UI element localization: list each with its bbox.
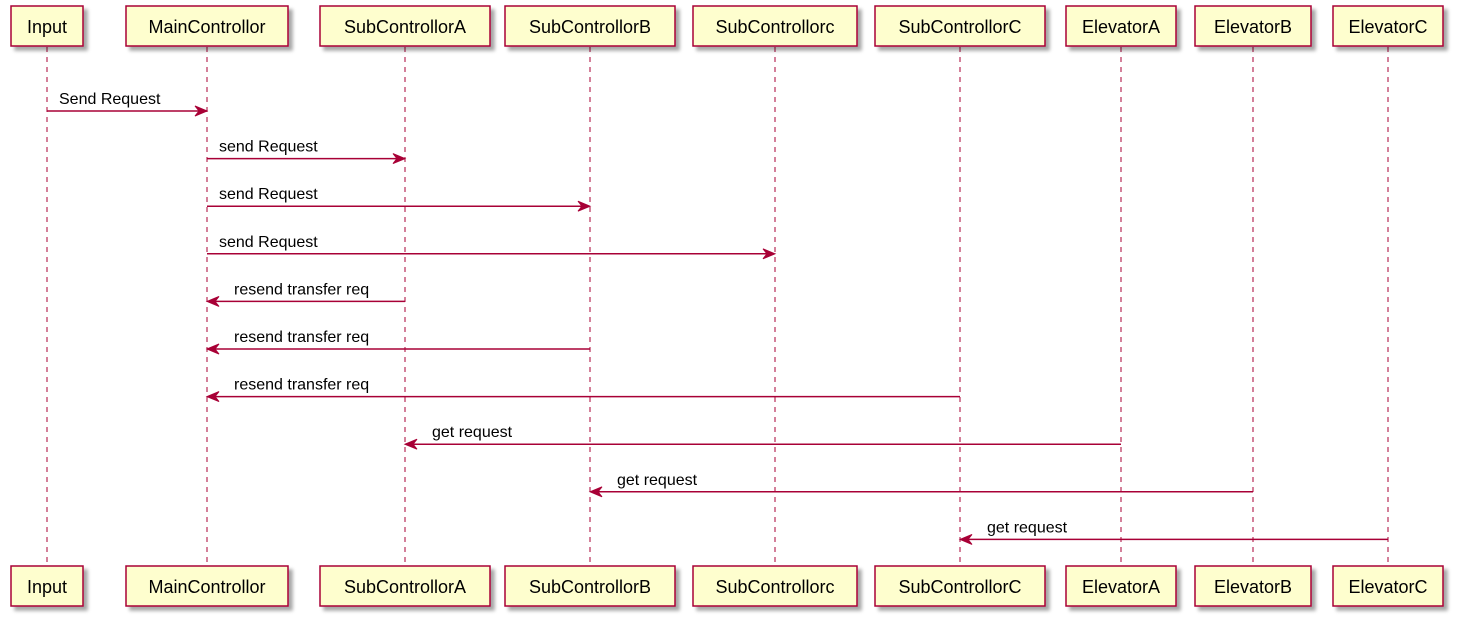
participant-subc-top: SubControllorc [692,5,858,47]
participant-elevA-bottom: ElevatorA [1065,565,1177,607]
participant-box [1065,565,1177,607]
participant-box [874,5,1046,47]
message-6: resend transfer req [205,329,590,355]
message-label: Send Request [59,91,161,108]
participant-box [1194,5,1312,47]
arrowhead [588,486,603,498]
participant-label: Input [27,17,67,37]
message-label: get request [987,519,1068,536]
message-5: resend transfer req [205,281,405,307]
participant-label: MainControllor [148,17,265,37]
message-label: get request [617,472,698,489]
message-2: send Request [207,139,407,165]
arrowhead [205,343,220,355]
participant-subA-top: SubControllorA [319,5,491,47]
message-8: get request [403,424,1121,450]
participant-label: SubControllorB [529,577,651,597]
arrowhead [958,533,973,545]
message-9: get request [588,472,1253,498]
message-4: send Request [207,234,777,260]
message-1: Send Request [47,91,209,117]
participant-label: ElevatorA [1082,577,1160,597]
participant-label: ElevatorA [1082,17,1160,37]
participant-label: ElevatorC [1348,17,1427,37]
participant-label: SubControllorA [344,577,466,597]
message-label: send Request [219,139,318,156]
participant-label: MainControllor [148,577,265,597]
message-label: get request [432,424,513,441]
participant-box [319,5,491,47]
message-label: resend transfer req [234,377,369,394]
message-3: send Request [207,186,592,212]
participant-box [504,5,676,47]
participant-elevB-bottom: ElevatorB [1194,565,1312,607]
participant-elevC-top: ElevatorC [1332,5,1444,47]
arrowhead [762,248,777,260]
arrowhead [403,438,418,450]
participants-bottom: Input MainControllor SubControllorA SubCont… [10,565,1444,607]
participant-box [1332,5,1444,47]
participant-box [125,565,289,607]
participant-box [504,565,676,607]
participants-top: Input MainControllor SubControllorA SubCont… [10,5,1444,47]
participant-elevB-top: ElevatorB [1194,5,1312,47]
participant-label: SubControllorA [344,17,466,37]
participant-box [10,5,84,47]
participant-box [125,5,289,47]
participant-subC-top: SubControllorC [874,5,1046,47]
participant-label: SubControllorc [715,17,834,37]
participant-label: ElevatorB [1214,577,1292,597]
participant-elevC-bottom: ElevatorC [1332,565,1444,607]
participant-label: SubControllorc [715,577,834,597]
participant-subB-bottom: SubControllorB [504,565,676,607]
participant-subC-bottom: SubControllorC [874,565,1046,607]
message-label: resend transfer req [234,281,369,298]
participant-box [10,565,84,607]
participant-subc-bottom: SubControllorc [692,565,858,607]
message-7: resend transfer req [205,377,960,403]
arrowhead [205,391,220,403]
participant-label: SubControllorC [898,17,1021,37]
participant-input-top: Input [10,5,84,47]
arrowhead [205,295,220,307]
arrowhead [577,200,592,212]
participant-box [692,565,858,607]
participant-input-bottom: Input [10,565,84,607]
participant-label: ElevatorB [1214,17,1292,37]
participant-label: Input [27,577,67,597]
arrowhead [194,105,209,117]
participant-box [1194,565,1312,607]
message-label: send Request [219,186,318,203]
participant-elevA-top: ElevatorA [1065,5,1177,47]
participant-main-bottom: MainControllor [125,565,289,607]
participant-label: ElevatorC [1348,577,1427,597]
participant-box [319,565,491,607]
participant-main-top: MainControllor [125,5,289,47]
participant-label: SubControllorC [898,577,1021,597]
participant-subB-top: SubControllorB [504,5,676,47]
participant-label: SubControllorB [529,17,651,37]
message-label: send Request [219,234,318,251]
messages: Send Request send Request send Request send… [47,91,1388,545]
participant-box [1332,565,1444,607]
participant-box [874,565,1046,607]
lifelines [46,47,1389,566]
participant-box [692,5,858,47]
message-label: resend transfer req [234,329,369,346]
participant-box [1065,5,1177,47]
participant-subA-bottom: SubControllorA [319,565,491,607]
message-10: get request [958,519,1388,545]
arrowhead [392,153,407,165]
